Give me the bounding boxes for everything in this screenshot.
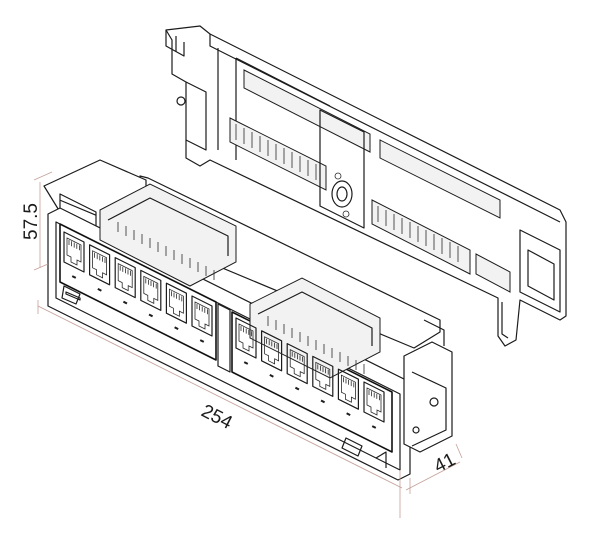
rear-unit: [165, 25, 567, 347]
rj45-ports: [63, 231, 385, 423]
rj45-port-6: [191, 295, 213, 337]
port-mark-8: [269, 374, 274, 378]
rj45-port-4: [140, 269, 162, 311]
rj45-port-11: [337, 368, 359, 410]
port-mark-9: [294, 386, 300, 391]
height-label: 57.5: [21, 203, 42, 240]
port-mark-2: [97, 288, 102, 292]
rj45-port-10: [312, 355, 334, 397]
rj45-port-7: [235, 317, 257, 359]
port-mark-3: [122, 300, 128, 305]
rj45-port-1: [63, 231, 85, 273]
port-label-marks: [71, 275, 377, 429]
port-mark-1: [71, 275, 77, 279]
rj45-port-3: [114, 257, 136, 299]
front-right-contact-strip: [267, 316, 365, 374]
depth-label: 41: [431, 449, 459, 477]
dimension-height: 57.5: [21, 171, 53, 271]
port-mark-5: [174, 326, 179, 330]
length-label: 254: [198, 401, 236, 434]
port-mark-10: [320, 399, 326, 404]
port-mark-12: [371, 425, 377, 429]
rear-left-contact-strip: [235, 124, 317, 180]
dimension-depth: 41: [405, 443, 463, 494]
port-mark-4: [148, 313, 154, 318]
rj45-port-12: [363, 381, 385, 423]
rj45-port-9: [286, 343, 308, 385]
rj45-port-5: [165, 282, 187, 324]
rear-right-contact-strip: [377, 206, 459, 262]
rj45-port-2: [89, 244, 111, 286]
port-mark-11: [346, 412, 351, 416]
rj45-port-8: [261, 330, 283, 372]
front-left-contact-strip: [117, 222, 215, 280]
port-mark-7: [243, 361, 249, 365]
port-mark-6: [199, 339, 205, 343]
front-unit: [43, 159, 453, 481]
